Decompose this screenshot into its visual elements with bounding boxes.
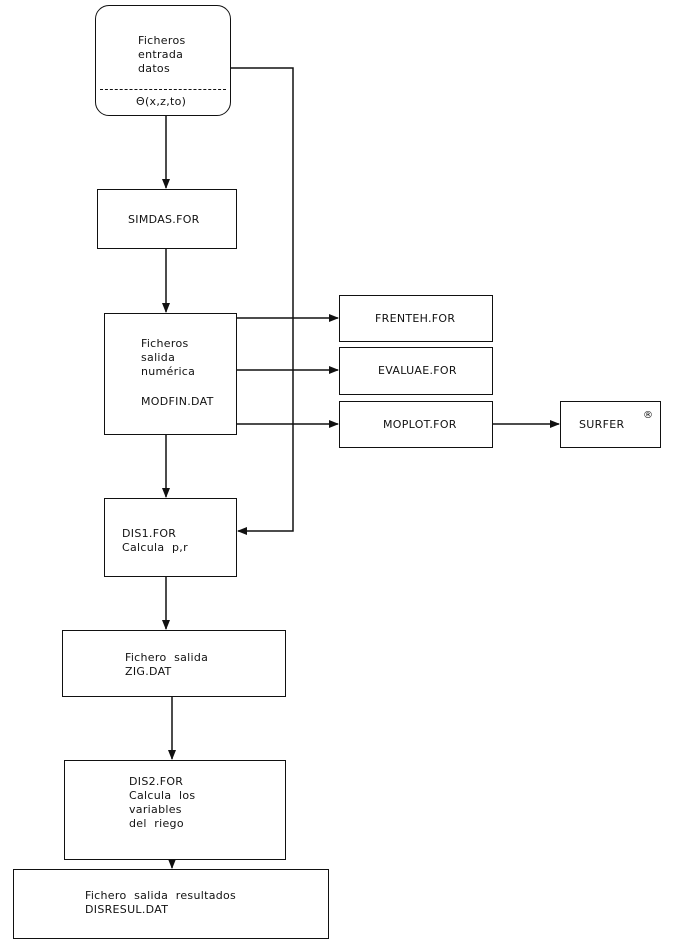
numeric-output-box: Ficheros salida numérica MODFIN.DAT: [104, 313, 237, 435]
input-line-2: entrada: [138, 48, 184, 61]
numeric-output-line-2: salida: [141, 351, 176, 364]
dis1-line-1: DIS1.FOR: [122, 527, 177, 540]
evaluae-label: EVALUAE.FOR: [378, 364, 457, 377]
frenteh-label: FRENTEH.FOR: [375, 312, 456, 325]
numeric-output-line-1: Ficheros: [141, 337, 189, 350]
results-line-2: DISRESUL.DAT: [85, 903, 169, 916]
surfer-label: SURFER: [579, 418, 625, 431]
simdas-box: SIMDAS.FOR: [97, 189, 237, 249]
dashed-divider: [100, 89, 226, 90]
input-line-3: datos: [138, 62, 170, 75]
input-line-1: Ficheros: [138, 34, 186, 47]
results-output-box: Fichero salida resultados DISRESUL.DAT: [13, 869, 329, 939]
registered-mark-icon: ®: [643, 410, 654, 421]
evaluae-box: EVALUAE.FOR: [339, 347, 493, 395]
moplot-box: MOPLOT.FOR: [339, 401, 493, 448]
modfin-file-label: MODFIN.DAT: [141, 395, 214, 408]
dis2-line-4: del riego: [129, 817, 184, 830]
surfer-box: SURFER ®: [560, 401, 661, 448]
dis2-line-3: variables: [129, 803, 182, 816]
zig-line-2: ZIG.DAT: [125, 665, 172, 678]
moplot-label: MOPLOT.FOR: [383, 418, 457, 431]
initial-condition-formula: Θ(x,z,to): [136, 95, 187, 108]
line-input-to-dis1: [231, 67, 294, 535]
dis1-line-2: Calcula p,r: [122, 541, 188, 554]
dis2-line-1: DIS2.FOR: [129, 775, 184, 788]
dis2-line-2: Calcula los: [129, 789, 196, 802]
simdas-label: SIMDAS.FOR: [128, 213, 200, 226]
dis2-box: DIS2.FOR Calcula los variables del riego: [64, 760, 286, 860]
numeric-output-line-3: numérica: [141, 365, 196, 378]
zig-line-1: Fichero salida: [125, 651, 209, 664]
dis1-box: DIS1.FOR Calcula p,r: [104, 498, 237, 577]
frenteh-box: FRENTEH.FOR: [339, 295, 493, 342]
zig-output-box: Fichero salida ZIG.DAT: [62, 630, 286, 697]
results-line-1: Fichero salida resultados: [85, 889, 237, 902]
input-data-box: Ficheros entrada datos Θ(x,z,to): [95, 5, 231, 116]
